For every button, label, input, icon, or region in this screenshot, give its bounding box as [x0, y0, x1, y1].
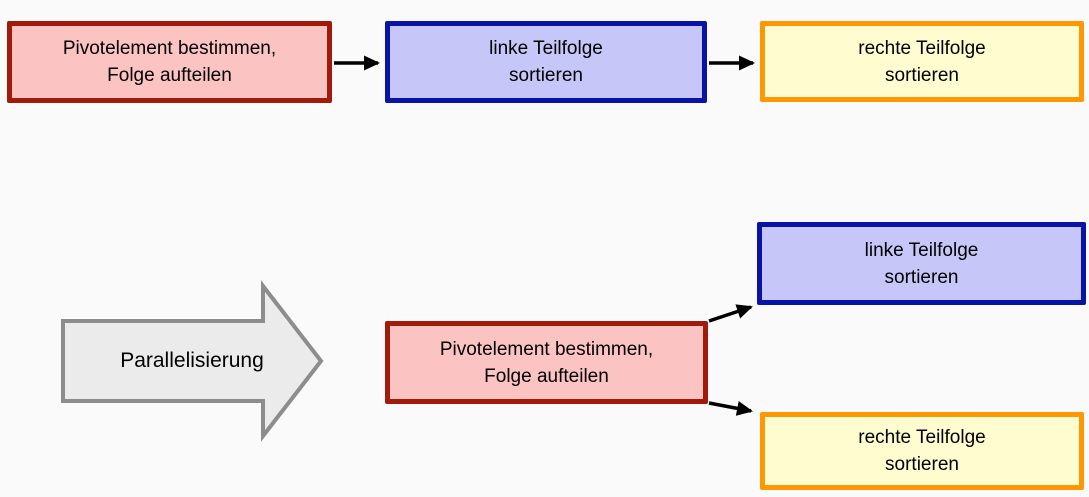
par-right-subsequence-box: rechte Teilfolge sortieren: [760, 412, 1084, 490]
par-pivot-box: Pivotelement bestimmen, Folge aufteilen: [385, 321, 708, 404]
seq-left-subsequence-box-label: linke Teilfolge sortieren: [489, 38, 603, 86]
parallelisierung-arrow-shape: [61, 280, 324, 442]
seq-pivot-box-label: Pivotelement bestimmen, Folge aufteilen: [62, 38, 277, 86]
seq-right-subsequence-box-label: rechte Teilfolge sortieren: [858, 37, 986, 86]
parallelisierung-arrow-label: Parallelisierung: [120, 349, 264, 372]
seq-right-subsequence-box: rechte Teilfolge sortieren: [760, 21, 1084, 102]
par-left-subsequence-box-label: linke Teilfolge sortieren: [864, 239, 979, 288]
par-left-subsequence-box: linke Teilfolge sortieren: [757, 222, 1086, 305]
arrow-par-pivot-to-left: [708, 304, 753, 323]
par-pivot-box-label: Pivotelement bestimmen, Folge aufteilen: [439, 338, 654, 387]
arrow-par-pivot-to-right: [708, 401, 753, 416]
seq-left-subsequence-box: linke Teilfolge sortieren: [385, 21, 707, 103]
par-right-subsequence-box-label: rechte Teilfolge sortieren: [858, 427, 986, 475]
seq-pivot-box: Pivotelement bestimmen, Folge aufteilen: [7, 21, 332, 103]
